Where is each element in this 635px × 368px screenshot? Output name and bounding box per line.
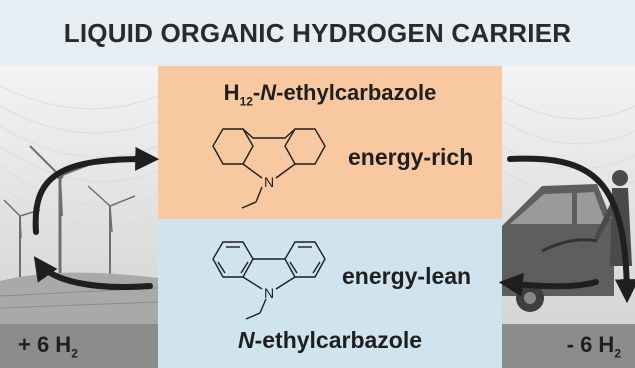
right-upper-arrow xyxy=(507,155,635,304)
car-icon xyxy=(502,184,614,312)
energy-rich-panel: H12-N-ethylcarbazole N energy-rich xyxy=(158,66,502,219)
wind-farm-scene: + 6 H2 xyxy=(0,66,158,368)
energy-rich-label: energy-rich xyxy=(348,144,474,170)
left-lower-arrow xyxy=(33,256,153,290)
left-upper-arrow xyxy=(32,146,160,235)
energy-lean-panel: N energy-lean N-ethylcarbazole xyxy=(158,219,502,368)
hydrogen-add-label: + 6 H2 xyxy=(18,331,78,360)
car-refuel-illustration xyxy=(502,66,635,368)
svg-text:N: N xyxy=(264,174,274,190)
title-bar: LIQUID ORGANIC HYDROGEN CARRIER xyxy=(0,0,635,66)
perhydro-carbazole-structure: N xyxy=(212,128,326,209)
wind-farm-illustration xyxy=(0,66,158,368)
h12-ethylcarbazole-label: H12-N-ethylcarbazole xyxy=(223,80,437,109)
energy-lean-label: energy-lean xyxy=(342,263,472,289)
svg-text:N: N xyxy=(264,285,274,301)
car-refuel-scene: - 6 H2 xyxy=(502,66,635,368)
left-label-band xyxy=(0,324,158,368)
hydrogen-release-label: - 6 H2 xyxy=(566,331,621,360)
carbazole-structure: N xyxy=(212,241,326,320)
right-label-band xyxy=(502,324,635,368)
right-lower-arrow xyxy=(498,272,599,297)
ethylcarbazole-label: N-ethylcarbazole xyxy=(237,327,423,353)
diagram-title: LIQUID ORGANIC HYDROGEN CARRIER xyxy=(63,17,572,48)
